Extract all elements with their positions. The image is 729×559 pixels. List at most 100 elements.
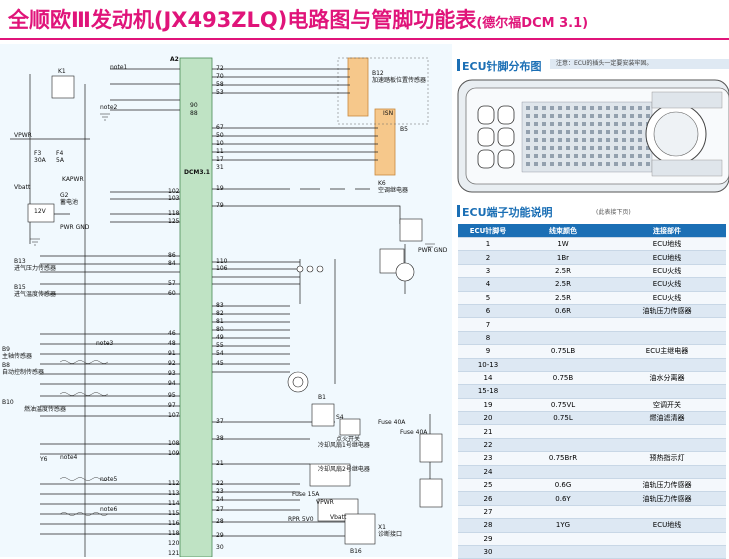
- cell-wire-color: 0.75LB: [518, 344, 608, 359]
- relay-label: 冷却风扇1号继电器: [318, 442, 370, 449]
- cell-component: 空调开关: [608, 398, 726, 413]
- ecu-pin: 103: [168, 195, 180, 202]
- cell-component: [608, 438, 726, 453]
- cell-pin-number: 14: [458, 371, 518, 386]
- ecu-pin: 95: [168, 392, 176, 399]
- table-row: 8: [458, 331, 726, 346]
- circuit-lines: [10, 57, 443, 557]
- ecu-name: DCM3.1: [184, 169, 210, 176]
- header-component: 连接部件: [608, 224, 726, 238]
- b13-label: B13: [14, 258, 26, 265]
- table-row: 24: [458, 465, 726, 480]
- header-wire-color: 线束颜色: [518, 224, 608, 238]
- b8-name: 自动控制传感器: [2, 369, 45, 376]
- ecu-pin: 27: [216, 506, 224, 513]
- y6-label: Y6: [40, 456, 48, 463]
- ecu-pin: 21: [216, 460, 224, 467]
- k6-label: K6: [378, 180, 386, 187]
- note-label: note4: [60, 454, 78, 461]
- cell-wire-color: 0.75BrR: [518, 451, 608, 466]
- table-row: 10-13: [458, 358, 726, 372]
- cell-pin-number: 27: [458, 505, 518, 520]
- s4-label: S4: [336, 414, 344, 421]
- cell-wire-color: 0.6Y: [518, 491, 608, 506]
- cell-wire-color: [518, 424, 608, 439]
- cell-component: [608, 424, 726, 439]
- cell-pin-number: 4: [458, 277, 518, 292]
- ecu-pin: 81: [216, 318, 224, 325]
- cell-component: 燃油滤清器: [608, 411, 726, 426]
- cell-component: [608, 317, 726, 332]
- ecu-connector-drawing: [456, 76, 729, 196]
- cell-component: ECU火线: [608, 264, 726, 279]
- f3-rating: 30A: [34, 157, 46, 164]
- b13-name: 进气压力传感器: [14, 265, 57, 272]
- cell-wire-color: 1Br: [518, 250, 608, 265]
- cell-pin-number: 15-18: [458, 384, 518, 399]
- ecu-pin: 79: [216, 202, 224, 209]
- cell-wire-color: [518, 384, 608, 399]
- note-label: note1: [110, 64, 128, 71]
- cell-component: ECU地线: [608, 518, 726, 533]
- b9-label: B9: [2, 346, 10, 353]
- cell-component: 预热指示灯: [608, 451, 726, 466]
- cell-component: [608, 358, 726, 372]
- cell-component: ECU主继电器: [608, 344, 726, 359]
- title-underline: [0, 38, 729, 40]
- cell-wire-color: [518, 505, 608, 520]
- cell-component: [608, 532, 726, 546]
- cell-wire-color: [518, 465, 608, 480]
- cell-component: ECU火线: [608, 277, 726, 292]
- ecu-pin: 92: [168, 360, 176, 367]
- cell-pin-number: 21: [458, 424, 518, 439]
- ecu-pin: 50: [216, 132, 224, 139]
- cell-pin-number: 20: [458, 411, 518, 426]
- cell-pin-number: 23: [458, 451, 518, 466]
- ecu-pin: 46: [168, 330, 176, 337]
- b5-label: B5: [400, 126, 408, 133]
- connector-heading: ECU针脚分布图: [462, 60, 542, 73]
- k6-name: 空调继电器: [378, 187, 409, 194]
- cell-wire-color: [518, 545, 608, 559]
- ecu-pin: 83: [216, 302, 224, 309]
- cell-pin-number: 30: [458, 545, 518, 559]
- ecu-pin: 55: [216, 342, 224, 349]
- ecu-pin: 118: [168, 530, 180, 537]
- b1-label: B1: [318, 394, 326, 401]
- cell-wire-color: [518, 317, 608, 332]
- ecu-pin: 114: [168, 500, 180, 507]
- table-row: 21: [458, 424, 726, 439]
- cell-pin-number: 24: [458, 465, 518, 480]
- ecu-pin: 118: [168, 210, 180, 217]
- ecu-pin: 11: [216, 148, 224, 155]
- cell-pin-number: 29: [458, 532, 518, 546]
- cell-wire-color: 0.75VL: [518, 398, 608, 413]
- cell-pin-number: 26: [458, 491, 518, 506]
- f4-label: F4: [56, 150, 64, 157]
- table-header-row: ECU针脚号 线束颜色 连接部件: [458, 224, 726, 238]
- vbatt-label: Vbatt: [14, 184, 31, 191]
- ecu-pin: 31: [216, 164, 224, 171]
- b10-name: 燃油温度传感器: [24, 406, 67, 413]
- note-label: note3: [96, 340, 114, 347]
- ecu-pin: 80: [216, 326, 224, 333]
- ecu-pin: 108: [168, 440, 180, 447]
- cell-pin-number: 3: [458, 264, 518, 279]
- fuse-label: Fuse 40A: [400, 429, 428, 436]
- ecu-pin: 49: [216, 334, 224, 341]
- cell-component: 油轨压力传感器: [608, 304, 726, 319]
- isn-label: ISN: [383, 110, 394, 117]
- pwrgnd-label: PWR GND: [418, 247, 448, 254]
- ecu-pin: 23: [216, 488, 224, 495]
